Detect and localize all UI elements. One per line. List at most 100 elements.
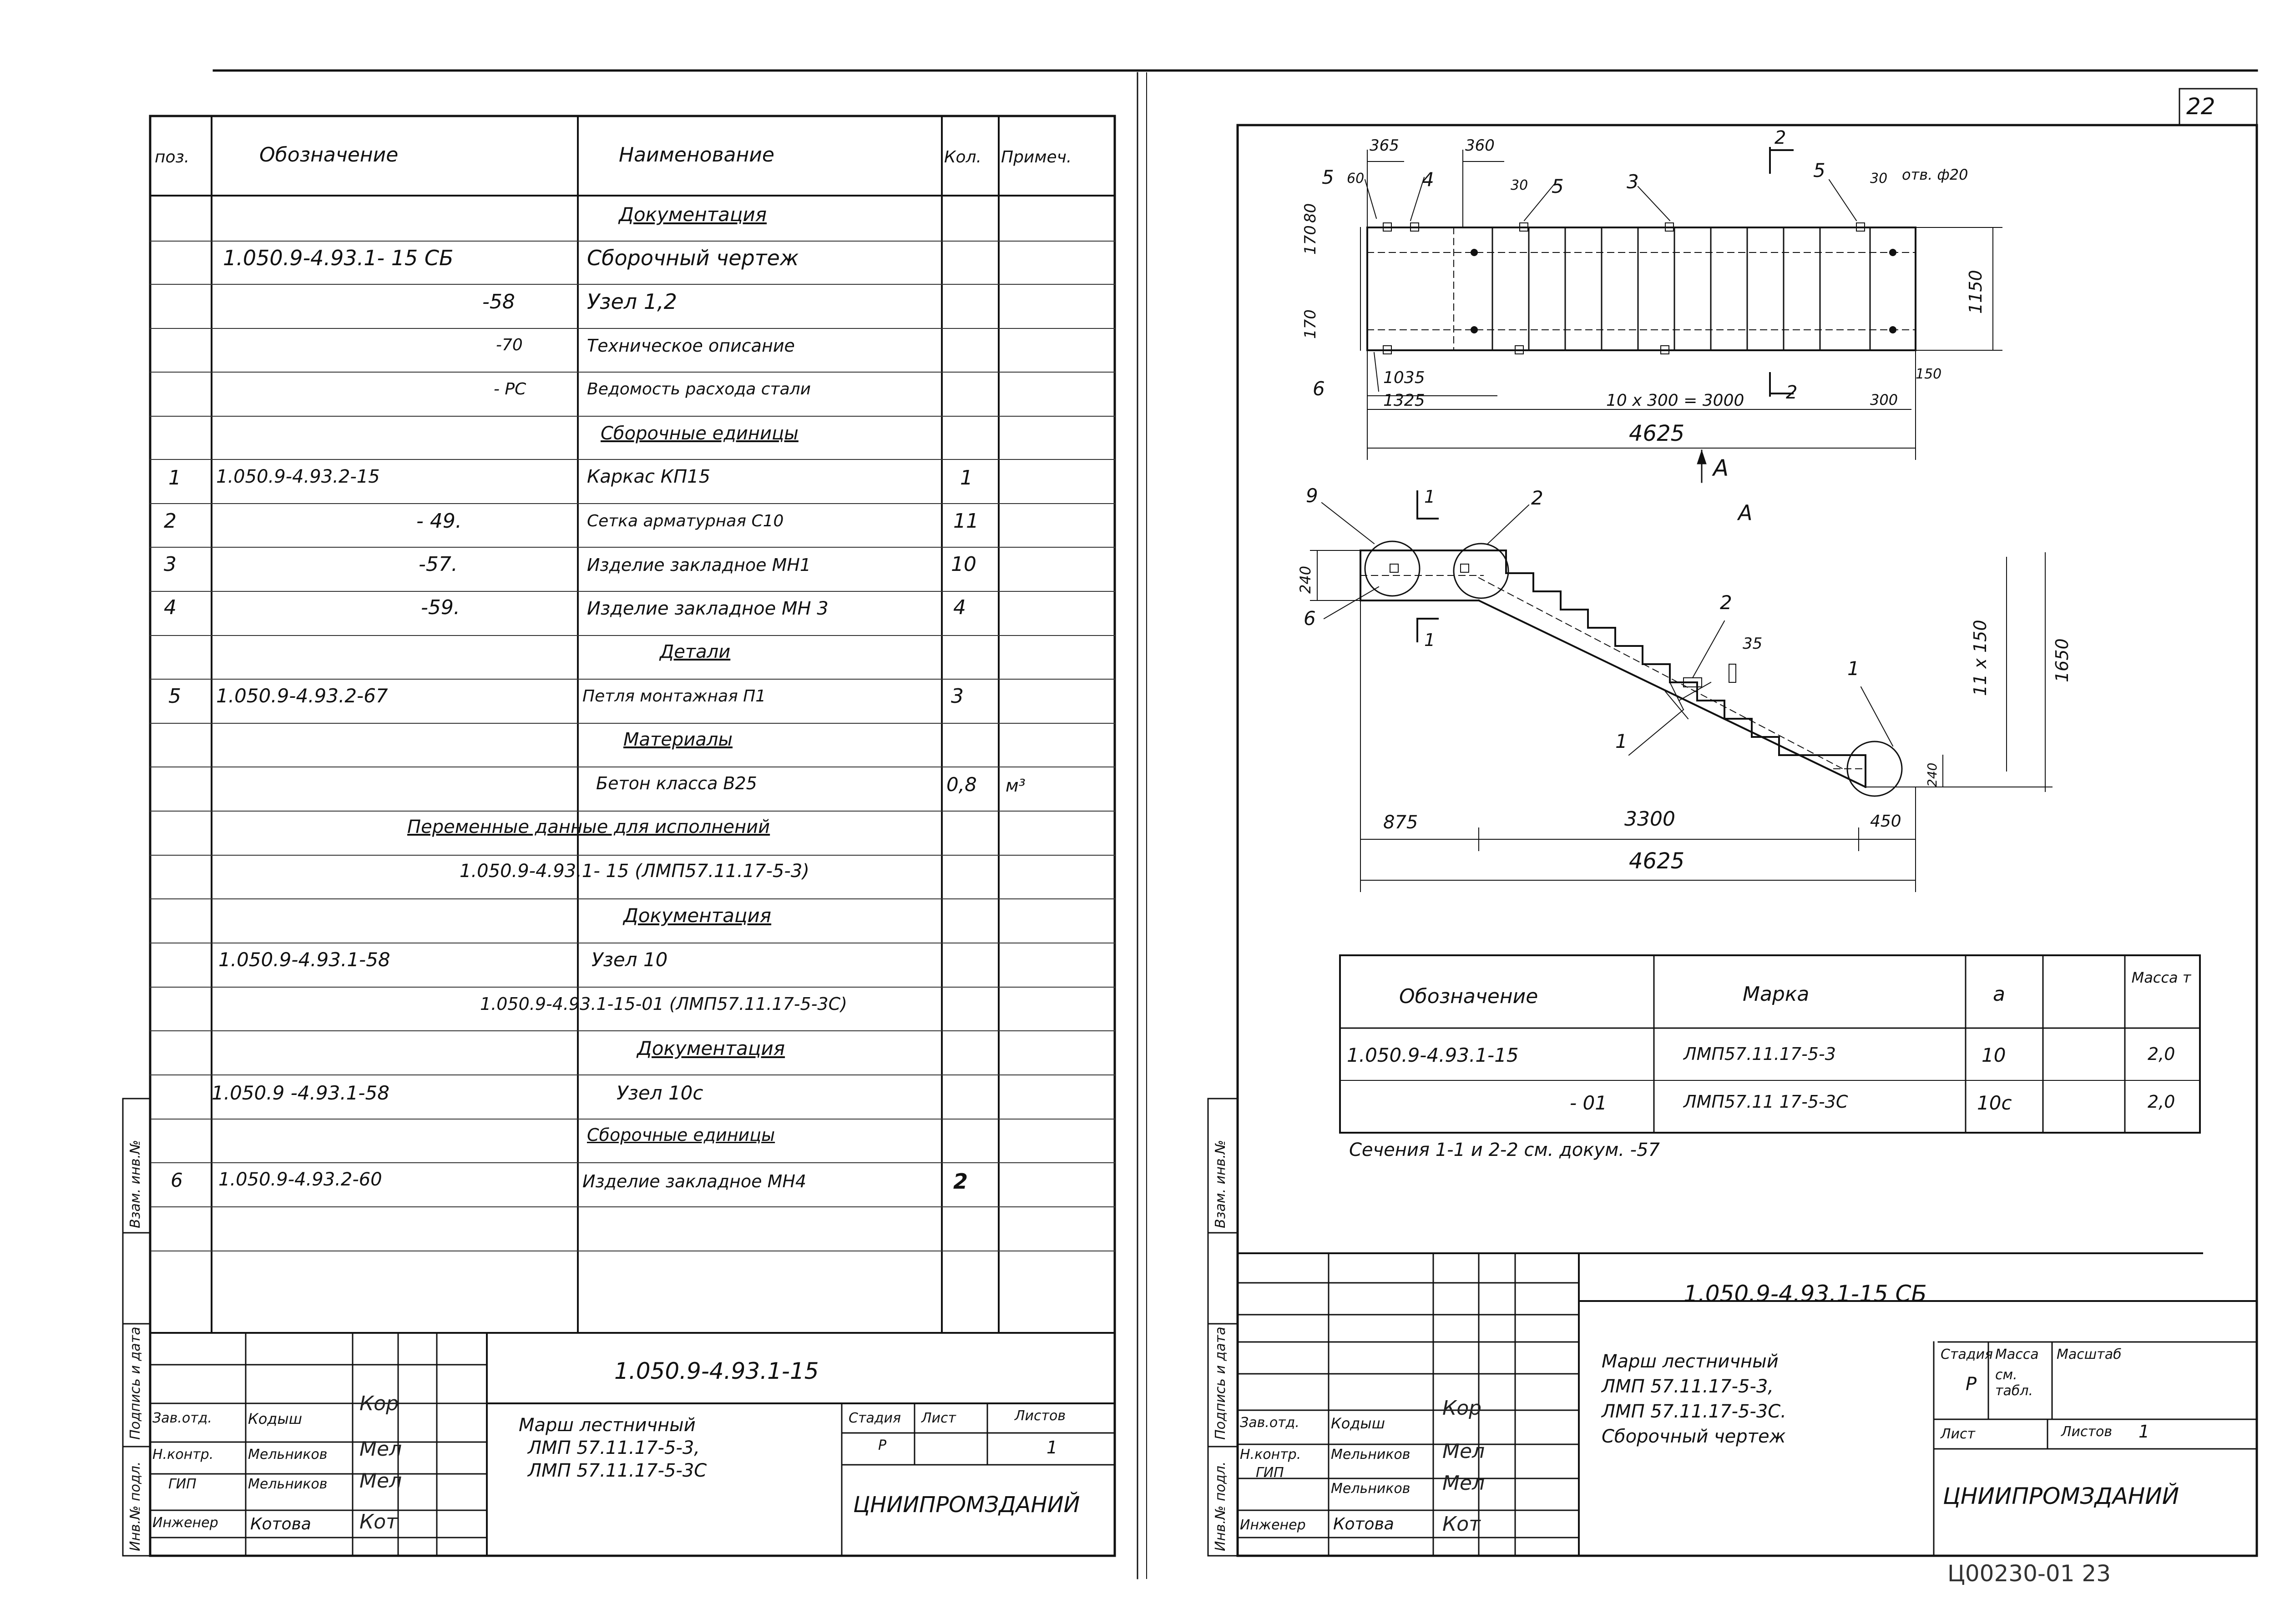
row-name: Изделие закладное МН1: [587, 555, 811, 575]
row-name: Сетка арматурная С10: [587, 512, 784, 530]
right-stamp-sheets: 1: [2138, 1422, 2150, 1442]
row-name: Узел 10с: [617, 1082, 703, 1104]
left-stamp-stage: Р: [878, 1437, 887, 1453]
row-designation: 1.050.9 -4.93.1-58: [212, 1082, 390, 1104]
signature: Кор: [359, 1392, 399, 1415]
dim-label: 30: [1870, 171, 1888, 187]
row-pos: 6: [171, 1169, 183, 1191]
position-marker: 2: [1531, 487, 1543, 509]
stamp-person: Котова: [250, 1515, 311, 1533]
right-stamp-sheets-label: Листов: [2061, 1424, 2113, 1440]
left-stamp-sheet-label: Лист: [921, 1410, 956, 1426]
row-name: Техническое описание: [587, 336, 795, 356]
row-designation: - РС: [494, 380, 526, 398]
left-stamp-code: 1.050.9-4.93.1-15: [614, 1358, 819, 1384]
stamp-person: Мельников: [248, 1447, 328, 1463]
dim-label: 300: [1870, 391, 1898, 409]
signature: Кот: [1442, 1513, 1481, 1536]
sections-note: Сечения 1-1 и 2-2 см. докум. -57: [1349, 1140, 1660, 1160]
left-stamp-sheets-label: Листов: [1015, 1408, 1066, 1424]
position-marker: 4: [1422, 168, 1434, 191]
row-qty: 3: [951, 685, 964, 708]
row-designation: 1.050.9-4.93.2-15: [216, 466, 380, 487]
row-designation: -70: [496, 336, 523, 354]
row-qty: 11: [953, 509, 979, 533]
signature: Мел: [359, 1469, 402, 1493]
row-designation: 1.050.9-4.93.2-60: [218, 1169, 382, 1190]
row-pos: 5: [168, 685, 181, 708]
dim-label: 875: [1383, 812, 1418, 833]
sheet-number: 22: [2186, 93, 2215, 120]
section-mark: 2: [1786, 382, 1798, 403]
stamp-role: ГИП: [168, 1476, 197, 1492]
right-stamp-sheet-label: Лист: [1941, 1426, 1976, 1442]
table-cell: 2,0: [2148, 1044, 2175, 1064]
row-designation: 1.050.9-4.93.1- 15 СБ: [223, 246, 454, 270]
row-pos: 1: [168, 466, 181, 489]
right-stamp-scale-label: Масштаб: [2057, 1347, 2122, 1362]
dim-label: 365: [1370, 136, 1399, 155]
signature: Мел: [1442, 1440, 1485, 1463]
stamp-person: Котова: [1333, 1515, 1394, 1533]
header-pos: поз.: [155, 148, 190, 166]
section-title: Документация: [637, 1037, 785, 1059]
dim-label: 4625: [1629, 848, 1685, 874]
stamp-role: Н.контр.: [152, 1447, 214, 1463]
table-cell: 1.050.9-4.93.1-15: [1347, 1044, 1519, 1066]
row-qty: 2: [953, 1169, 968, 1194]
table-header: а: [1993, 983, 2005, 1006]
dim-label: 240: [1925, 762, 1940, 787]
dim-label: 10 x 300 = 3000: [1606, 391, 1744, 410]
dim-label: 35: [1743, 635, 1763, 653]
row-qty: 0,8: [946, 773, 977, 796]
variable-data-title: Переменные данные для исполнений: [407, 817, 770, 837]
view-label: А: [1738, 500, 1753, 525]
stamp-role: Инженер: [1240, 1517, 1306, 1533]
dim-label: 170: [1301, 309, 1320, 339]
stamp-role: Зав.отд.: [152, 1410, 212, 1426]
signature: Мел: [359, 1437, 402, 1461]
left-stamp-title-line: ЛМП 57.11.17-5-3С: [528, 1460, 707, 1481]
row-qty: 4: [953, 596, 966, 619]
row-designation: - 49.: [416, 509, 462, 533]
section-mark: 1: [1424, 630, 1436, 650]
right-stamp-code: 1.050.9-4.93.1-15 СБ: [1684, 1281, 1927, 1307]
stamp-person: Кодыш: [248, 1410, 302, 1427]
row-note: м³: [1006, 776, 1026, 796]
side-label-sign: Подпись и дата: [127, 1326, 143, 1440]
table-header: Марка: [1743, 983, 1810, 1006]
side-label-sign: Подпись и дата: [1213, 1326, 1228, 1440]
table-cell: 10: [1982, 1044, 2006, 1066]
section-title: Сборочные единицы: [601, 423, 799, 444]
stamp-role: Зав.отд.: [1240, 1415, 1299, 1431]
position-marker: 5: [1322, 166, 1334, 188]
dim-label: 1325: [1383, 391, 1425, 410]
side-label-replace: Взам. инв.№: [127, 1140, 143, 1228]
table-cell: - 01: [1570, 1092, 1607, 1114]
right-stamp-stage-label: Стадия: [1941, 1347, 1993, 1362]
position-marker: 1: [1847, 657, 1860, 680]
row-designation: 1.050.9-4.93.2-67: [216, 685, 388, 707]
left-stamp-stage-label: Стадия: [849, 1410, 901, 1426]
row-name: Узел 1,2: [587, 289, 677, 314]
dim-label: 4625: [1629, 421, 1685, 446]
signature: Кор: [1442, 1397, 1482, 1420]
side-label-inv: Инв.№ подл.: [127, 1461, 143, 1551]
dim-label: 150: [1916, 366, 1942, 382]
row-pos: 3: [164, 553, 177, 576]
dim-label: 30: [1511, 177, 1528, 193]
dim-label: 3300: [1624, 807, 1675, 831]
right-stamp-title-line: Сборочный чертеж: [1602, 1426, 1786, 1447]
dim-label: 80: [1301, 203, 1320, 223]
table-cell: ЛМП57.11.17-5-3: [1684, 1044, 1836, 1064]
section-mark: 2: [1774, 127, 1786, 148]
signature: Кот: [359, 1510, 398, 1533]
table-cell: 2,0: [2148, 1092, 2175, 1112]
section-title: Документация: [623, 904, 772, 927]
row-qty: 1: [960, 466, 973, 489]
dim-label: 240: [1297, 565, 1314, 594]
dim-label: 1035: [1383, 368, 1425, 387]
section-title: Сборочные единицы: [587, 1125, 775, 1145]
